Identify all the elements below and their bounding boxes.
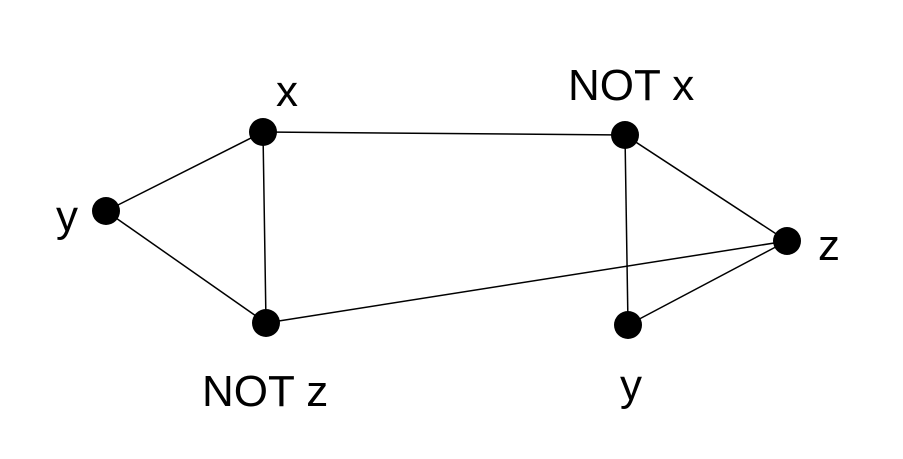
node-label-y-right: y (620, 361, 642, 410)
node-n4 (611, 121, 639, 149)
edge-n4-n5 (624, 134, 788, 242)
node-label-not-x: NOT x (568, 61, 695, 110)
edge-n1-n2 (105, 131, 264, 212)
node-label-y-left: y (56, 192, 78, 241)
node-label-not-z: NOT z (202, 367, 329, 416)
edge-n4-n6 (624, 134, 629, 326)
node-n6 (614, 311, 642, 339)
node-n3 (252, 309, 280, 337)
node-n2 (92, 197, 120, 225)
edge-n5-n6 (627, 240, 788, 326)
edge-n2-n3 (105, 210, 267, 324)
edge-n1-n4 (262, 131, 626, 136)
edge-n1-n3 (262, 131, 267, 324)
edge-n3-n5 (265, 240, 788, 324)
node-label-x: x (276, 67, 298, 116)
node-n5 (773, 227, 801, 255)
node-n1 (249, 118, 277, 146)
node-label-z: z (818, 221, 840, 270)
